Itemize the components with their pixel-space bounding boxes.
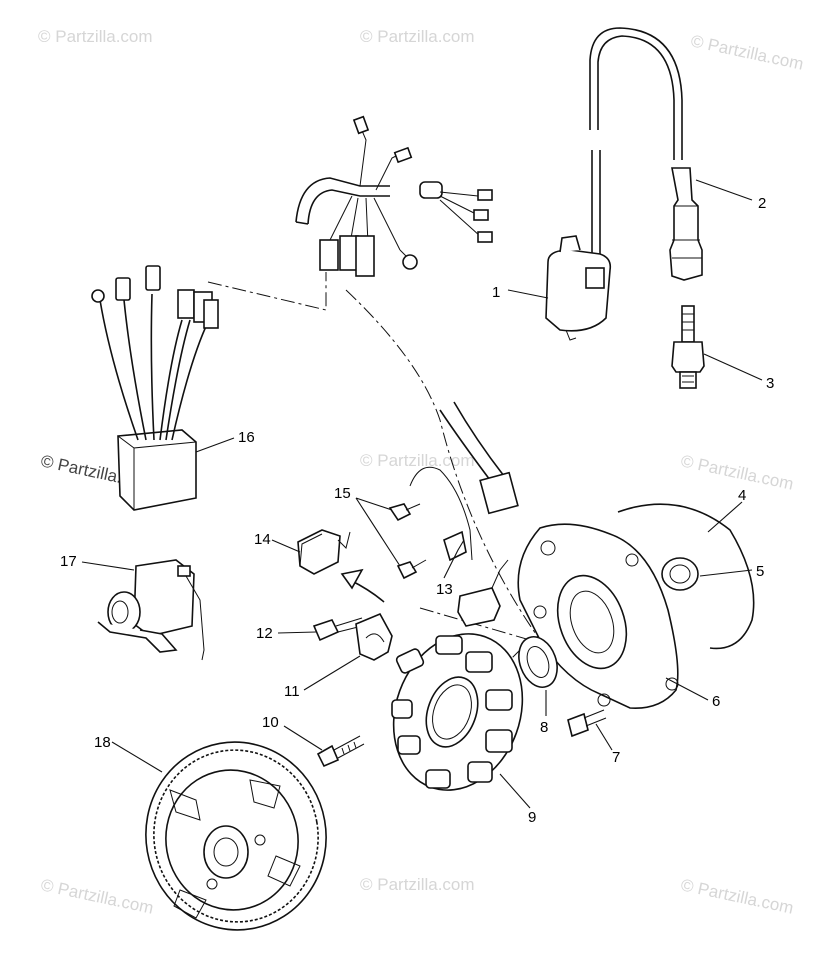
spark-plug-wire: [589, 27, 683, 270]
callout-17: 17: [60, 553, 77, 570]
regulator-module: [91, 265, 219, 511]
sensor-13: [457, 559, 509, 627]
watermark-bottom-right: © Partzilla.com: [679, 875, 795, 917]
stator: [391, 633, 524, 791]
pulser-coil: [297, 529, 351, 575]
callout-1: 1: [492, 284, 500, 301]
callout-6: 6: [712, 693, 720, 710]
stator-wire: [409, 401, 519, 562]
starter-solenoid: [97, 559, 205, 661]
callout-7: 7: [612, 749, 620, 766]
spark-plug-cap: [669, 167, 703, 281]
wire-harness: [295, 115, 493, 277]
oil-seal: [518, 636, 558, 688]
flywheel: [145, 741, 327, 931]
o-ring: [617, 503, 755, 650]
ignition-coil: [545, 235, 612, 341]
watermark-bottom-center: © Partzilla.com: [360, 875, 475, 894]
bearing: [661, 557, 699, 591]
clamp-11: [355, 612, 393, 661]
callout-3: 3: [766, 375, 774, 392]
callout-4: 4: [738, 487, 746, 504]
callout-12: 12: [256, 625, 273, 642]
watermark-bottom-left: © Partzilla.com: [39, 875, 155, 917]
watermark-top-left: © Partzilla.com: [38, 27, 153, 46]
direction-arrow: [340, 568, 385, 603]
callout-18: 18: [94, 734, 111, 751]
stator-plate: [517, 523, 679, 709]
callout-10: 10: [262, 714, 279, 731]
watermark-top-right: © Partzilla.com: [689, 31, 805, 73]
assembly-lines: [207, 272, 581, 681]
bolt-7: [567, 709, 607, 738]
callout-9: 9: [528, 809, 536, 826]
watermark-mid-center: © Partzilla.com: [360, 451, 475, 470]
screws-15: [388, 503, 427, 580]
bolt-10: [316, 735, 365, 768]
spark-plug: [671, 305, 705, 389]
callout-2: 2: [758, 195, 766, 212]
callout-8: 8: [540, 719, 548, 736]
leader-lines: [81, 179, 763, 809]
callout-15: 15: [334, 485, 351, 502]
bolt-12: [312, 617, 363, 642]
callout-13: 13: [436, 581, 453, 598]
watermark-top-center: © Partzilla.com: [360, 27, 475, 46]
callout-14: 14: [254, 531, 271, 548]
callout-labels: 1 2 3 4 5 6 7 8 9 10 11 12 13 14 15 16 1…: [60, 195, 774, 826]
callout-5: 5: [756, 563, 764, 580]
callout-16: 16: [238, 429, 255, 446]
callout-11: 11: [284, 683, 300, 700]
